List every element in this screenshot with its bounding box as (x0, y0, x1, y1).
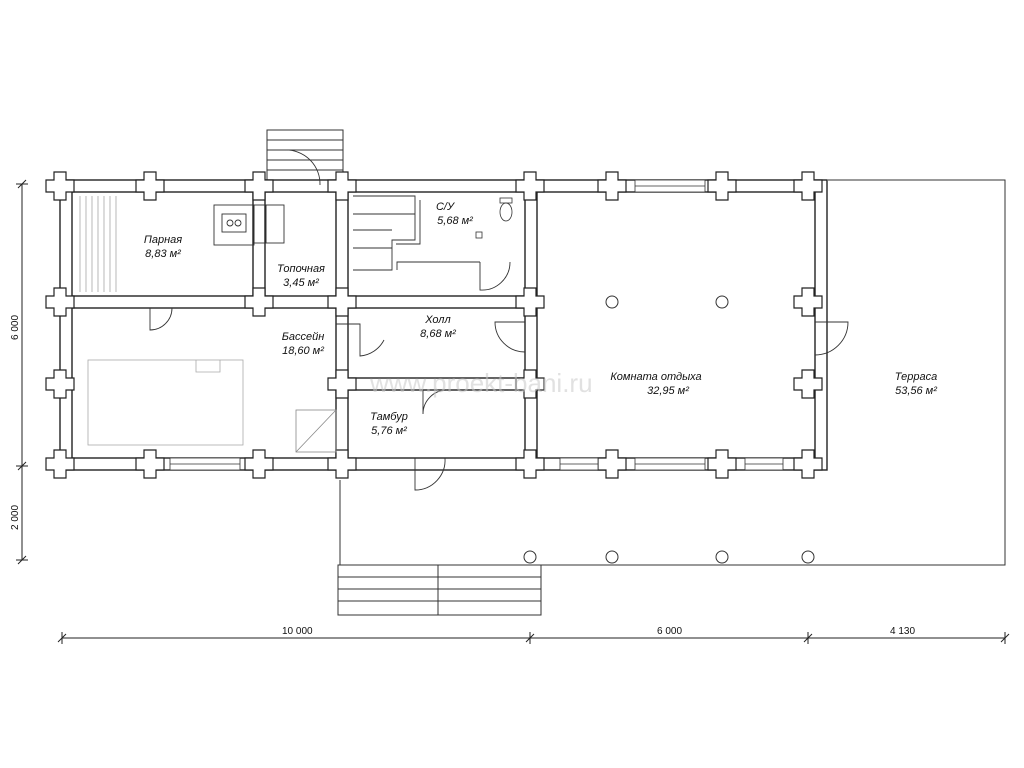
log-end-cross (515, 449, 545, 479)
windows (169, 179, 784, 471)
dim-label-4130: 4 130 (890, 626, 915, 637)
log-end-cross (707, 449, 737, 479)
pool-icon (87, 359, 244, 446)
room-labels: Парная 8,83 м² Топочная 3,45 м² С/У 5,68… (144, 201, 937, 437)
doors (149, 149, 849, 491)
room-area-basseyn: 18,60 м² (282, 345, 324, 357)
watermark: www.proekt-bani.ru (369, 368, 593, 398)
log-end-cross (327, 287, 357, 317)
entrance-steps (337, 564, 542, 616)
log-end-cross (515, 287, 545, 317)
dimension-lines (16, 179, 1010, 644)
inner-stairs (353, 195, 480, 271)
room-name-holl: Холл (424, 314, 450, 326)
log-end-cross (707, 171, 737, 201)
room-name-tambur: Тамбур (370, 411, 408, 423)
columns (523, 295, 815, 564)
log-end-cross (515, 171, 545, 201)
shower-icon (295, 409, 337, 453)
room-area-tambur: 5,76 м² (371, 425, 407, 437)
log-end-cross (244, 449, 274, 479)
log-end-cross (327, 171, 357, 201)
dim-label-10000: 10 000 (282, 626, 313, 637)
room-name-su: С/У (436, 201, 455, 213)
log-end-cross (244, 171, 274, 201)
log-end-cross (793, 449, 823, 479)
log-end-cross (327, 369, 357, 399)
log-end-cross (244, 287, 274, 317)
log-end-cross (597, 171, 627, 201)
dim-label-6000: 6 000 (657, 626, 682, 637)
log-end-cross (135, 449, 165, 479)
room-area-komnata: 32,95 м² (647, 385, 689, 397)
log-end-cross (515, 369, 545, 399)
room-name-komnata: Комната отдыха (610, 371, 701, 383)
log-end-cross (327, 449, 357, 479)
room-area-topochnaya: 3,45 м² (283, 277, 319, 289)
log-end-cross (45, 449, 75, 479)
log-end-cross (793, 287, 823, 317)
log-end-cross (793, 171, 823, 201)
log-end-cross (793, 369, 823, 399)
dimension-labels: 10 000 6 000 4 130 6 000 2 000 (10, 315, 915, 637)
log-end-cross (135, 171, 165, 201)
room-name-terrasa: Терраса (895, 371, 937, 383)
log-end-cross (45, 287, 75, 317)
terrace-outline (339, 179, 1006, 566)
log-end-cross (597, 449, 627, 479)
room-name-basseyn: Бассейн (282, 331, 325, 343)
top-steps (266, 129, 344, 181)
wall-crosses (45, 171, 823, 479)
dim-label-v-6000: 6 000 (10, 315, 21, 340)
log-end-cross (45, 369, 75, 399)
room-name-topochnaya: Топочная (277, 263, 325, 275)
dim-label-v-2000: 2 000 (10, 505, 21, 530)
bench-lines (79, 196, 117, 292)
room-area-parnaya: 8,83 м² (145, 248, 181, 260)
log-end-cross (45, 171, 75, 201)
stove-icon (213, 204, 285, 246)
toilet-icon (475, 197, 513, 239)
room-area-terrasa: 53,56 м² (895, 385, 937, 397)
room-area-holl: 8,68 м² (420, 328, 456, 340)
room-area-su: 5,68 м² (437, 215, 473, 227)
room-name-parnaya: Парная (144, 234, 182, 246)
